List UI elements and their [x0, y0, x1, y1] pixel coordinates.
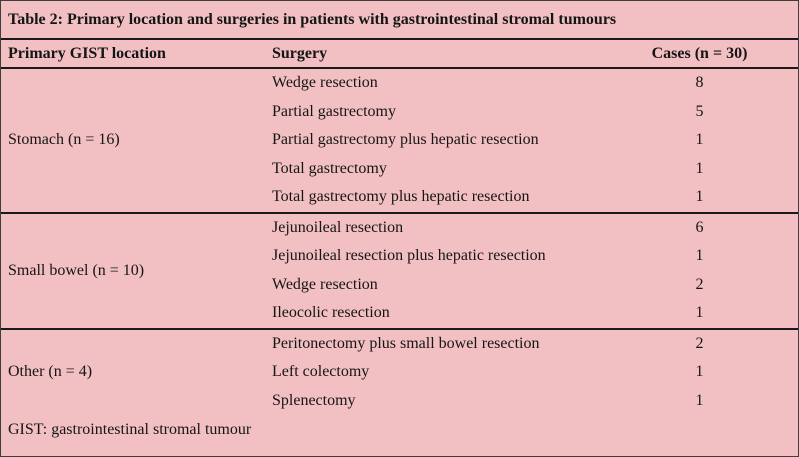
surgery-cell: Peritonectomy plus small bowel resection: [272, 334, 540, 352]
surgery-cell: Ileocolic resection: [272, 304, 390, 322]
table-row: Total gastrectomy plus hepatic resection…: [266, 183, 798, 212]
cases-cell: 6: [695, 218, 704, 236]
table-header-row: Primary GIST location Surgery Cases (n =…: [1, 40, 798, 67]
location-cell: Other (n = 4): [8, 363, 93, 381]
table-row: Partial gastrectomy 5: [266, 98, 798, 127]
cases-cell: 1: [695, 131, 704, 149]
surgery-cell: Splenectomy: [272, 391, 356, 409]
group-other: Other (n = 4) Peritonectomy plus small b…: [1, 330, 798, 416]
location-cell: Stomach (n = 16): [8, 131, 120, 149]
cases-cell: 1: [695, 188, 704, 206]
surgery-cell: Total gastrectomy plus hepatic resection: [272, 188, 530, 206]
surgery-cell: Partial gastrectomy plus hepatic resecti…: [272, 131, 539, 149]
table-row: Splenectomy 1: [266, 387, 798, 416]
table-row: Jejunoileal resection plus hepatic resec…: [266, 242, 798, 271]
column-header-surgery: Surgery: [272, 44, 328, 62]
location-cell: Small bowel (n = 10): [8, 261, 145, 279]
table-footnote: GIST: gastrointestinal stromal tumour: [8, 421, 252, 438]
cases-cell: 1: [695, 304, 704, 322]
surgery-cell: Left colectomy: [272, 363, 370, 381]
table-row: Partial gastrectomy plus hepatic resecti…: [266, 126, 798, 155]
table-row: Wedge resection 2: [266, 271, 798, 300]
rule-below-stomach-group: [1, 211, 798, 214]
surgery-cell: Wedge resection: [272, 74, 378, 92]
table-row: Peritonectomy plus small bowel resection…: [266, 330, 798, 359]
column-header-cases: Cases (n = 30): [651, 44, 748, 62]
table-row: Wedge resection 8: [266, 69, 798, 98]
surgery-cell: Total gastrectomy: [272, 159, 387, 177]
cases-cell: 1: [695, 247, 704, 265]
group-stomach: Stomach (n = 16) Wedge resection 8 Parti…: [1, 69, 798, 212]
cases-cell: 1: [695, 159, 704, 177]
column-header-location: Primary GIST location: [8, 44, 166, 62]
table-title: Table 2: Primary location and surgeries …: [8, 10, 617, 28]
cases-cell: 2: [695, 275, 704, 293]
table-row: Ileocolic resection 1: [266, 299, 798, 328]
rule-below-header: [1, 67, 798, 69]
rule-below-small-bowel-group: [1, 327, 798, 330]
rule-below-title: [1, 38, 798, 40]
cases-cell: 2: [695, 334, 704, 352]
cases-cell: 1: [695, 363, 704, 381]
surgery-cell: Partial gastrectomy: [272, 102, 396, 120]
cases-cell: 1: [695, 391, 704, 409]
surgery-cell: Jejunoileal resection plus hepatic resec…: [272, 247, 546, 265]
table-row: Left colectomy 1: [266, 358, 798, 387]
table-row: Total gastrectomy 1: [266, 155, 798, 184]
group-small-bowel: Small bowel (n = 10) Jejunoileal resecti…: [1, 214, 798, 328]
surgery-cell: Wedge resection: [272, 275, 378, 293]
cases-cell: 5: [695, 102, 704, 120]
surgery-cell: Jejunoileal resection: [272, 218, 404, 236]
cases-cell: 8: [695, 74, 704, 92]
table-row: Jejunoileal resection 6: [266, 214, 798, 243]
